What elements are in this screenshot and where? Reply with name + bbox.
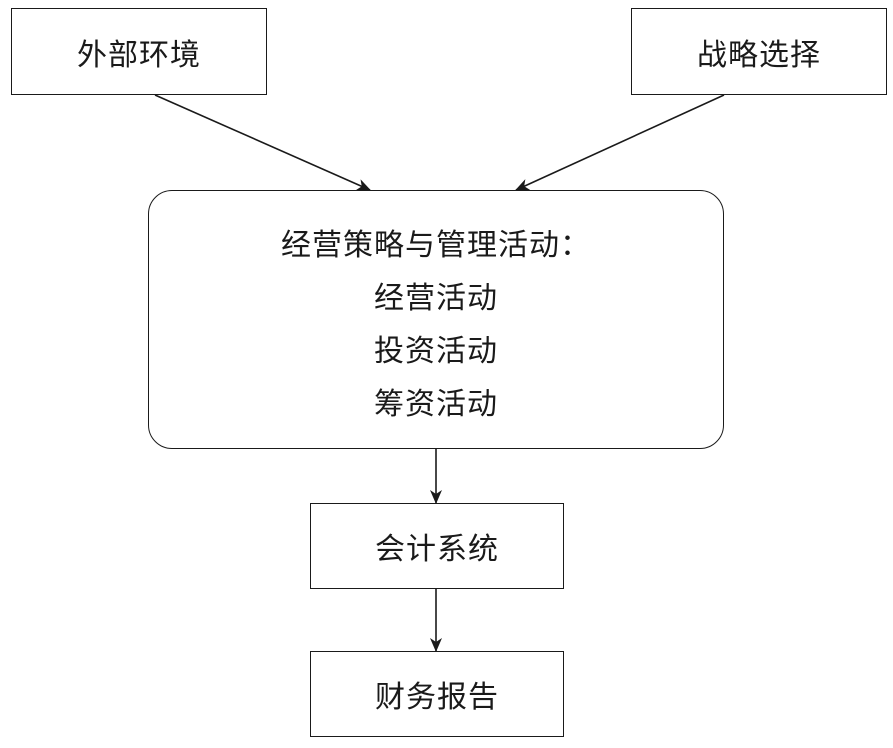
activity-financing: 筹资活动 [374, 387, 498, 422]
node-strategy-choice-label: 战略选择 [697, 37, 821, 73]
node-financial-report: 财务报告 [310, 651, 564, 737]
arrow-external-to-center [154, 94, 371, 191]
activity-investing: 投资活动 [374, 334, 498, 369]
activity-operating: 经营活动 [374, 281, 498, 316]
node-external-environment-label: 外部环境 [77, 37, 201, 73]
node-accounting-system-label: 会计系统 [375, 532, 499, 567]
node-accounting-system: 会计系统 [310, 503, 564, 589]
node-strategy-choice: 战略选择 [631, 8, 887, 95]
node-external-environment: 外部环境 [11, 8, 267, 95]
node-business-strategy-management: 经营策略与管理活动： 经营活动 投资活动 筹资活动 [148, 190, 724, 449]
center-heading: 经营策略与管理活动： [281, 228, 591, 263]
arrow-strategy-to-center [515, 94, 725, 191]
node-financial-report-label: 财务报告 [375, 680, 499, 715]
